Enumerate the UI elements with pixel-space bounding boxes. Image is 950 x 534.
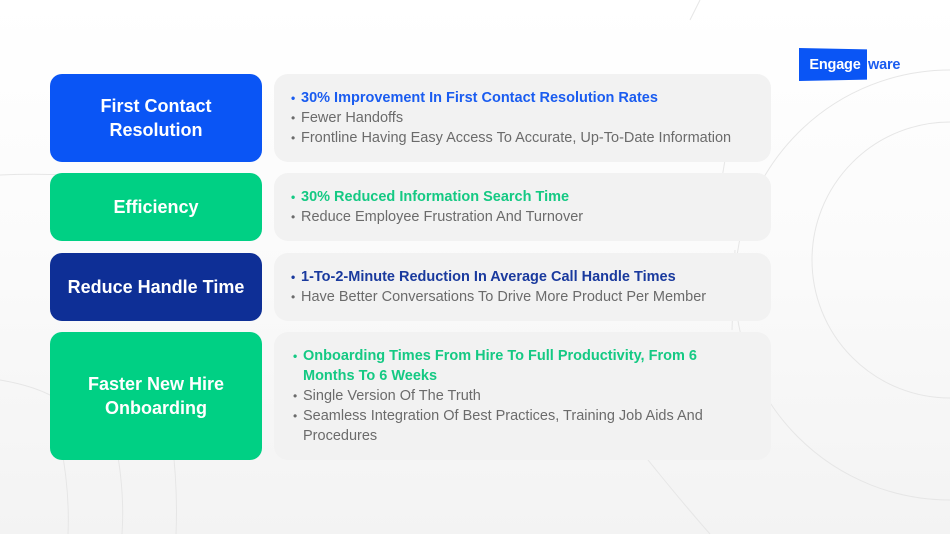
bullet-highlight: 30% Improvement In First Contact Resolut…: [291, 88, 771, 108]
logo-box: Engage: [799, 48, 867, 81]
logo-text-boxed: Engage: [809, 56, 861, 73]
engageware-logo: Engage ware: [799, 48, 900, 81]
bullet: Single Version Of The Truth: [293, 386, 771, 406]
label-first-contact-resolution: First Contact Resolution: [50, 74, 262, 162]
bullet: Seamless Integration Of Best Practices, …: [293, 406, 703, 446]
row-faster-new-hire-onboarding: Faster New Hire Onboarding Onboarding Ti…: [50, 332, 771, 460]
bullet-highlight: 30% Reduced Information Search Time: [291, 187, 771, 207]
label-text: Efficiency: [113, 197, 199, 217]
label-efficiency: Efficiency: [50, 173, 262, 241]
bullet-highlight: Onboarding Times From Hire To Full Produ…: [293, 346, 713, 386]
panel-first-contact-resolution: 30% Improvement In First Contact Resolut…: [274, 74, 771, 162]
bullet: Frontline Having Easy Access To Accurate…: [291, 128, 771, 148]
label-faster-new-hire-onboarding: Faster New Hire Onboarding: [50, 332, 262, 460]
bullet-highlight: 1-To-2-Minute Reduction In Average Call …: [291, 267, 771, 287]
bullet: Reduce Employee Frustration And Turnover: [291, 207, 771, 227]
row-first-contact-resolution: First Contact Resolution 30% Improvement…: [50, 74, 771, 162]
row-efficiency: Efficiency 30% Reduced Information Searc…: [50, 173, 771, 241]
bullet: Have Better Conversations To Drive More …: [291, 287, 771, 307]
panel-efficiency: 30% Reduced Information Search Time Redu…: [274, 173, 771, 241]
panel-faster-new-hire-onboarding: Onboarding Times From Hire To Full Produ…: [274, 332, 771, 460]
row-reduce-handle-time: Reduce Handle Time 1-To-2-Minute Reducti…: [50, 253, 771, 321]
logo-text-rest: ware: [868, 56, 901, 73]
label-text: First Contact Resolution: [100, 96, 212, 140]
label-text: Reduce Handle Time: [67, 277, 245, 297]
label-text: Faster New Hire Onboarding: [87, 374, 225, 418]
label-reduce-handle-time: Reduce Handle Time: [50, 253, 262, 321]
bullet: Fewer Handoffs: [291, 108, 771, 128]
panel-reduce-handle-time: 1-To-2-Minute Reduction In Average Call …: [274, 253, 771, 321]
